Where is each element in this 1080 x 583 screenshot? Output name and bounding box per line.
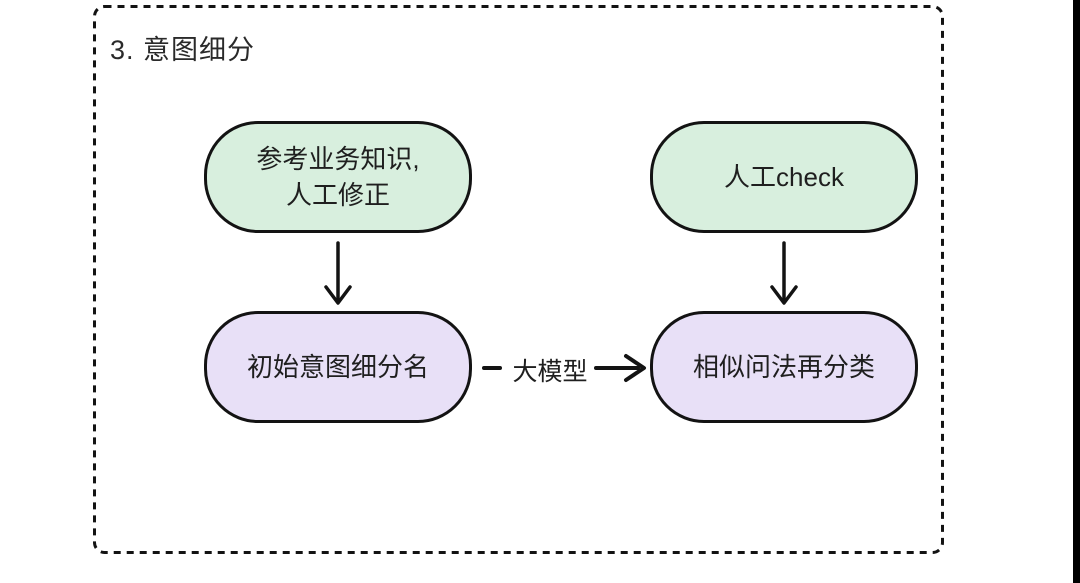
node-initial-intent-names: 初始意图细分名	[204, 311, 472, 423]
arrow-right-icon	[482, 354, 646, 382]
node-reference-knowledge: 参考业务知识, 人工修正	[204, 121, 472, 233]
dashed-container-border	[93, 5, 944, 554]
arrow-down-right-icon	[770, 241, 798, 305]
node-label: 参考业务知识, 人工修正	[256, 144, 420, 210]
node-similar-question-reclassify: 相似问法再分类	[650, 311, 918, 423]
node-label: 人工check	[724, 162, 844, 192]
node-label: 相似问法再分类	[692, 352, 875, 382]
arrow-down-left-icon	[324, 241, 352, 305]
diagram-title: 3. 意图细分	[110, 35, 256, 65]
right-edge-bar	[1073, 0, 1080, 583]
node-manual-check: 人工check	[650, 121, 918, 233]
edge-label-large-model: 大模型	[512, 358, 588, 386]
node-label: 初始意图细分名	[246, 352, 429, 382]
